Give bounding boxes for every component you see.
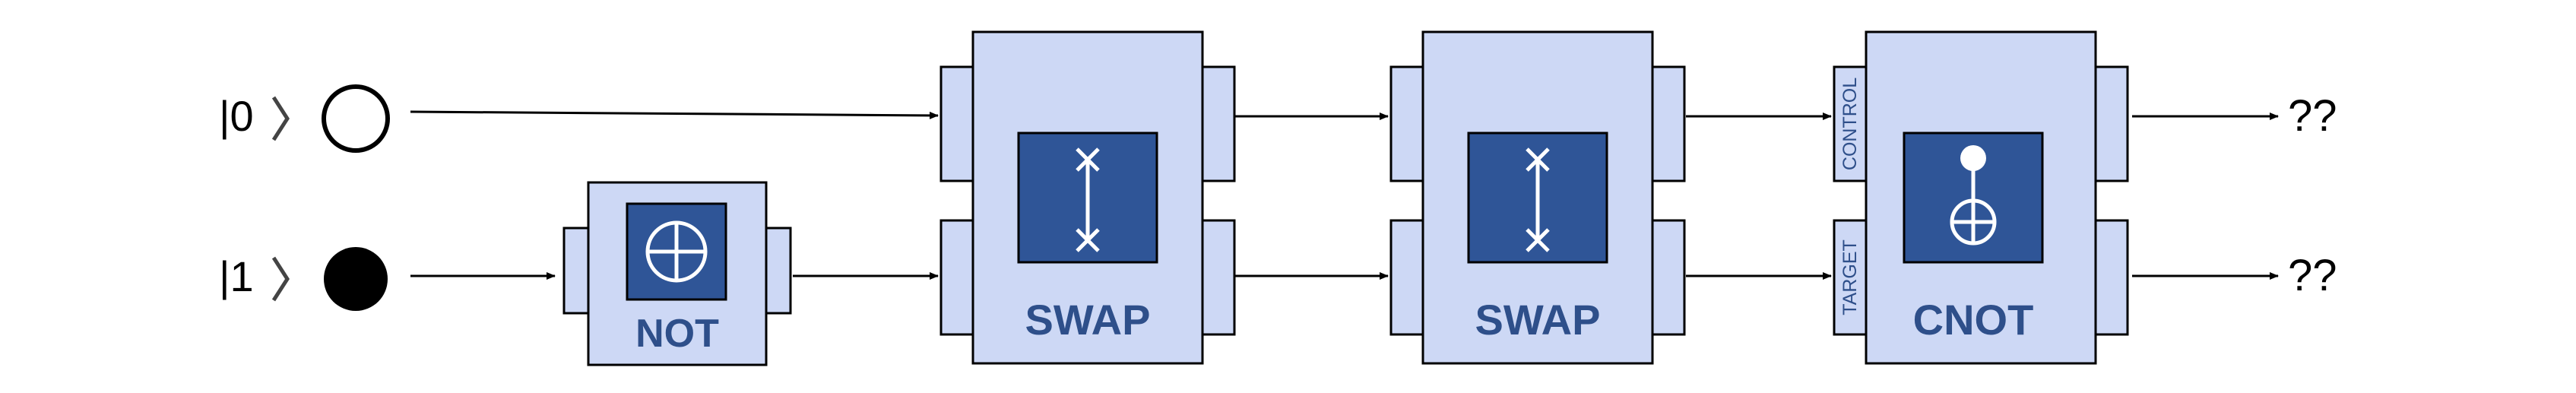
- control-target-icon: [1950, 145, 1997, 246]
- not-input-port: [562, 227, 590, 315]
- swap2-input-port-top: [1389, 65, 1424, 182]
- output-label-0: ??: [2288, 91, 2337, 141]
- swap1-gate-label: SWAP: [1025, 296, 1151, 344]
- cnot-control-label: CONTROL: [1839, 78, 1861, 170]
- cnot-output-port-bottom: [2094, 219, 2129, 336]
- swap1-input-port-bottom: [939, 219, 974, 336]
- cnot-gate: CONTROL TARGET CNOT: [1833, 30, 2129, 365]
- wires: [410, 110, 2279, 280]
- ket-bracket-1-icon: [271, 256, 290, 302]
- swap1-input-port-top: [939, 65, 974, 182]
- swap-gate-1: SWAP: [939, 30, 1236, 365]
- target-plus-icon: [1950, 198, 1997, 246]
- ket-bracket-0-icon: [271, 96, 290, 141]
- not-gate: NOT: [562, 181, 792, 366]
- not-output-port: [765, 227, 792, 315]
- ket-label-0: |0: [219, 92, 254, 140]
- wire-q0-to-swap1: [410, 110, 939, 119]
- swap-icon: [1526, 147, 1550, 252]
- filled-circle-icon: [324, 247, 388, 311]
- swap1-output-port-top: [1201, 65, 1236, 182]
- cnot-output-port-top: [2094, 65, 2129, 182]
- input-qubit-0: |0: [219, 84, 390, 153]
- swap-gate-2: SWAP: [1389, 30, 1686, 365]
- swap2-output-port-top: [1651, 65, 1686, 182]
- cnot-gate-label: CNOT: [1913, 296, 2034, 344]
- swap2-output-port-bottom: [1651, 219, 1686, 336]
- swap2-input-port-bottom: [1389, 219, 1424, 336]
- swap-icon: [1076, 147, 1100, 252]
- input-qubit-1: |1: [219, 247, 388, 311]
- swap1-output-port-bottom: [1201, 219, 1236, 336]
- swap2-gate-label: SWAP: [1475, 296, 1601, 344]
- empty-circle-icon: [322, 84, 390, 153]
- ket-label-1: |1: [219, 252, 254, 300]
- not-gate-label: NOT: [635, 312, 719, 356]
- cnot-target-label: TARGET: [1839, 239, 1861, 315]
- output-label-1: ??: [2288, 251, 2337, 300]
- xor-plus-icon: [645, 220, 708, 283]
- cnot-control-port: [1833, 65, 1868, 182]
